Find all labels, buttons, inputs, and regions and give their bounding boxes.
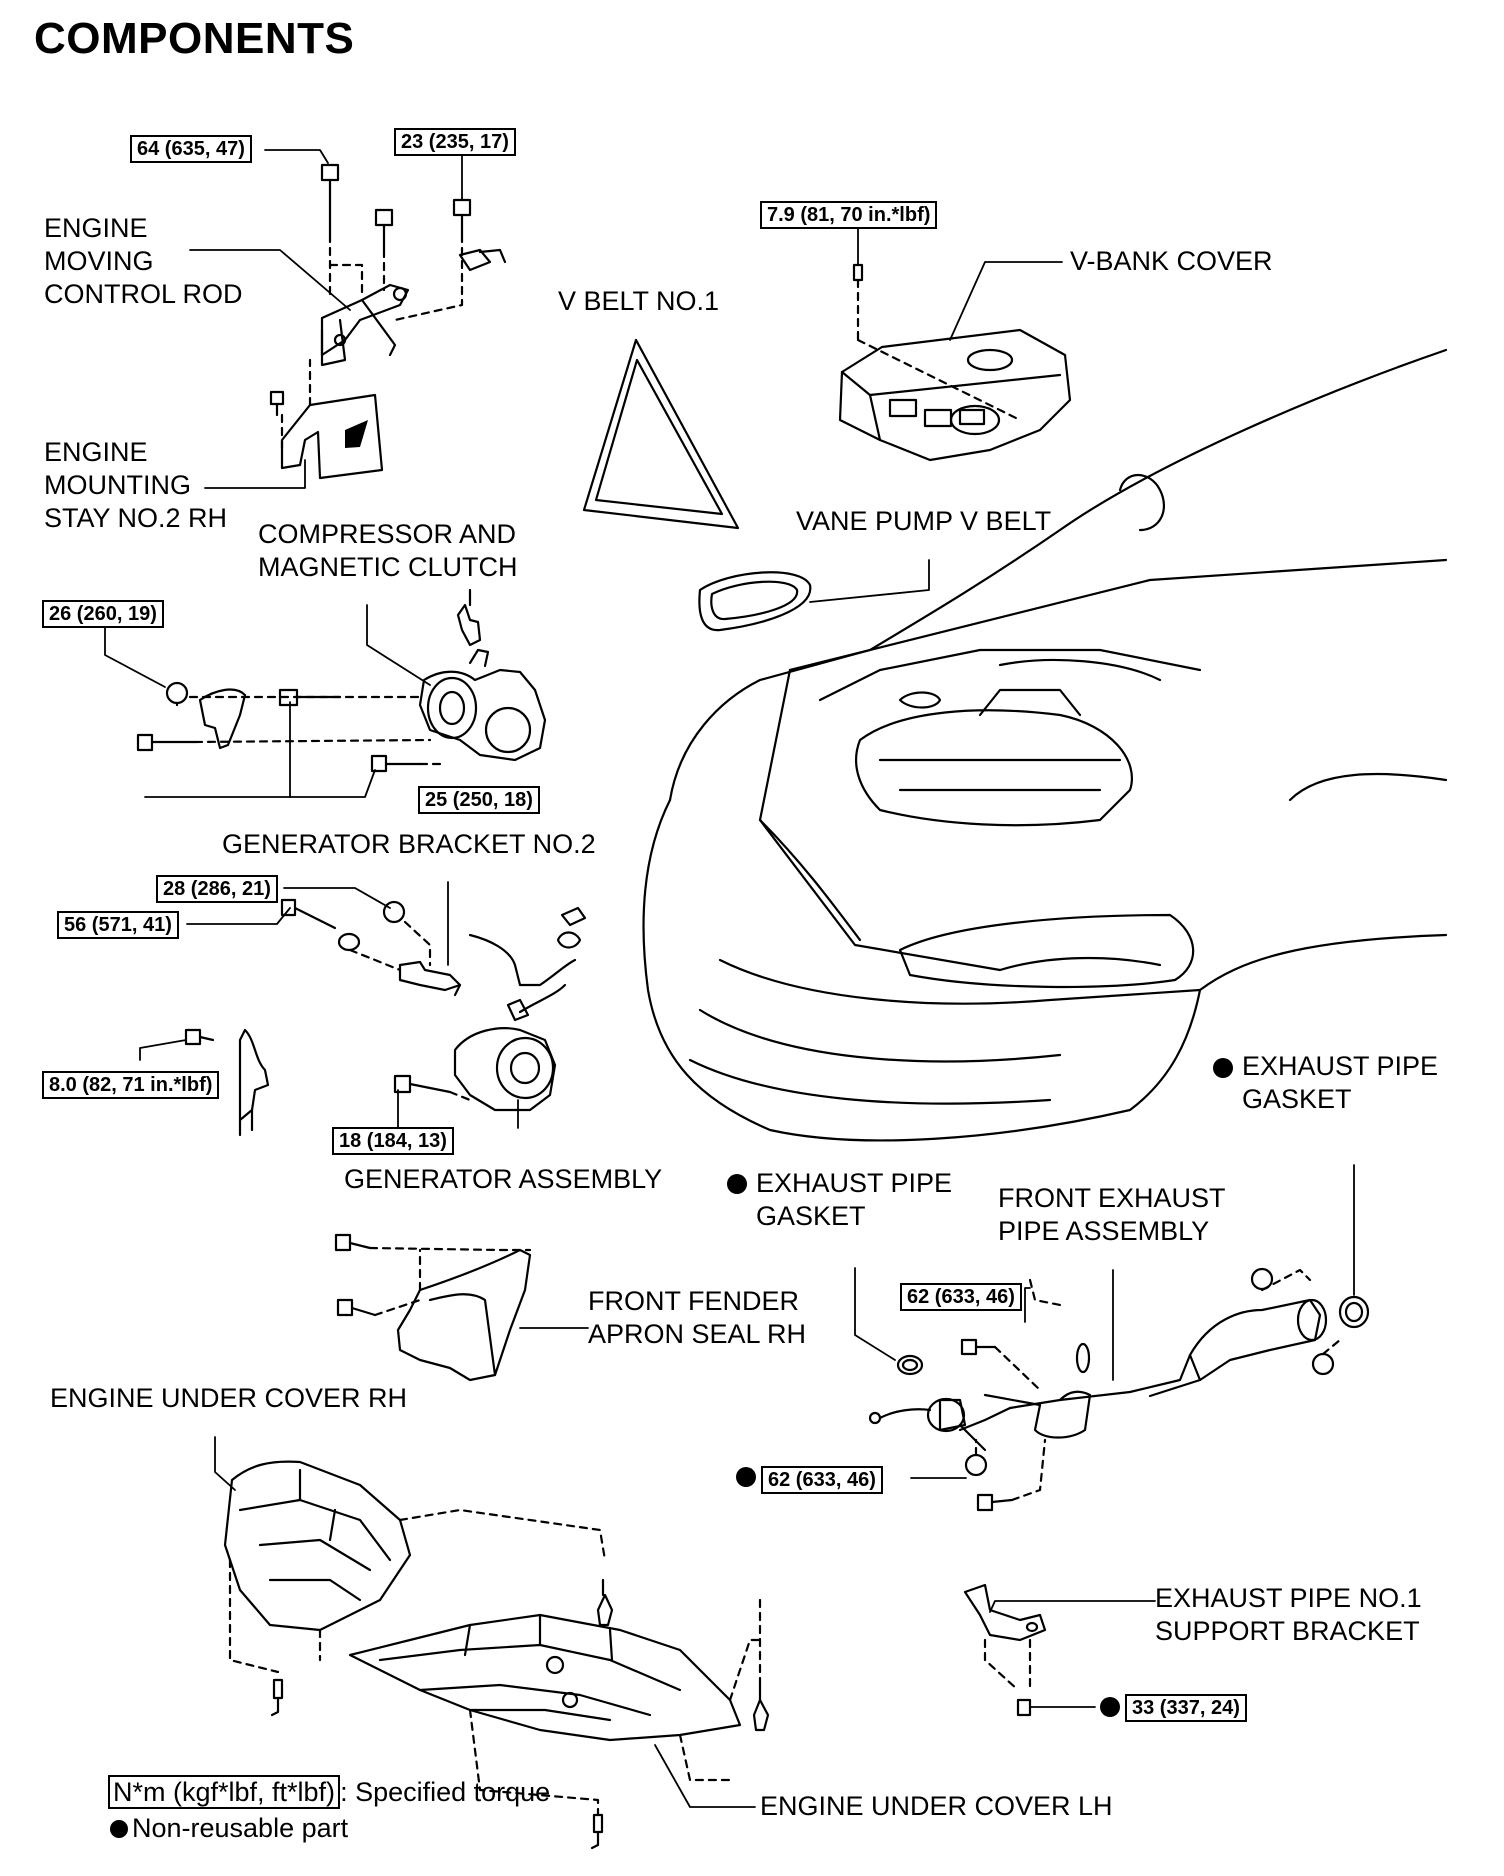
label-front-fender-apron-seal: FRONT FENDER APRON SEAL RH bbox=[588, 1286, 807, 1349]
legend-dot-icon bbox=[110, 1820, 128, 1838]
page-title: COMPONENTS bbox=[34, 14, 355, 63]
torque-spec-62-lower: 62 (633, 46) bbox=[761, 1466, 883, 1494]
control-rod-art bbox=[269, 163, 507, 480]
torque-spec-64: 64 (635, 47) bbox=[130, 135, 252, 163]
exhaust-art bbox=[868, 1267, 1370, 1717]
label-exhaust-pipe-support-bracket: EXHAUST PIPE NO.1 SUPPORT BRACKET bbox=[1155, 1583, 1422, 1646]
legend-nonreusable-text: Non-reusable part bbox=[132, 1813, 349, 1843]
legend-torque-unit: N*m (kgf*lbf, ft*lbf) bbox=[108, 1775, 341, 1809]
nonreusable-dot bbox=[1100, 1697, 1120, 1717]
label-engine-moving-control-rod: ENGINE MOVING CONTROL ROD bbox=[44, 213, 243, 309]
nonreusable-dot bbox=[727, 1174, 747, 1194]
legend-torque-desc: : Specified torque bbox=[340, 1777, 551, 1807]
torque-spec-25: 25 (250, 18) bbox=[418, 786, 540, 814]
label-compressor-magnetic-clutch: COMPRESSOR AND MAGNETIC CLUTCH bbox=[258, 519, 518, 582]
label-v-belt-no1: V BELT NO.1 bbox=[558, 286, 720, 316]
torque-spec-26: 26 (260, 19) bbox=[42, 600, 164, 628]
under-covers-art bbox=[223, 1460, 770, 1850]
label-engine-mounting-stay: ENGINE MOUNTING STAY NO.2 RH bbox=[44, 437, 228, 533]
compressor-art bbox=[136, 588, 547, 773]
v-belt-no1-art bbox=[582, 338, 740, 530]
label-front-exhaust-pipe-assembly: FRONT EXHAUST PIPE ASSEMBLY bbox=[998, 1183, 1226, 1246]
label-v-bank-cover: V-BANK COVER bbox=[1070, 246, 1273, 276]
torque-spec-8-0: 8.0 (82, 71 in.*lbf) bbox=[42, 1071, 220, 1099]
label-vane-pump-v-belt: VANE PUMP V BELT bbox=[796, 506, 1052, 536]
torque-spec-18: 18 (184, 13) bbox=[332, 1127, 454, 1155]
torque-spec-56: 56 (571, 41) bbox=[57, 911, 179, 939]
label-generator-assembly: GENERATOR ASSEMBLY bbox=[344, 1164, 663, 1194]
nonreusable-dot bbox=[1213, 1058, 1233, 1078]
torque-spec-62-upper: 62 (633, 46) bbox=[900, 1283, 1022, 1311]
torque-spec-28: 28 (286, 21) bbox=[156, 875, 278, 903]
label-exhaust-pipe-gasket-left: EXHAUST PIPE GASKET bbox=[756, 1168, 953, 1231]
legend-torque: N*m (kgf*lbf, ft*lbf): Specified torque bbox=[108, 1775, 551, 1809]
label-engine-under-cover-rh: ENGINE UNDER COVER RH bbox=[50, 1383, 408, 1413]
legend-nonreusable: Non-reusable part bbox=[110, 1812, 348, 1845]
vane-pump-belt-art bbox=[698, 571, 812, 632]
generator-art bbox=[184, 898, 587, 1137]
torque-spec-7-9: 7.9 (81, 70 in.*lbf) bbox=[760, 201, 938, 229]
label-generator-bracket-no2: GENERATOR BRACKET NO.2 bbox=[222, 829, 596, 859]
torque-spec-23: 23 (235, 17) bbox=[394, 128, 516, 156]
v-bank-cover-art bbox=[838, 263, 1072, 462]
nonreusable-dot bbox=[736, 1467, 756, 1487]
vehicle-outline bbox=[642, 348, 1448, 1142]
label-exhaust-pipe-gasket-right: EXHAUST PIPE GASKET bbox=[1242, 1051, 1439, 1114]
torque-spec-33: 33 (337, 24) bbox=[1125, 1694, 1247, 1722]
leader-lines bbox=[104, 149, 1355, 1808]
apron-seal-art bbox=[334, 1233, 532, 1382]
label-engine-under-cover-lh: ENGINE UNDER COVER LH bbox=[760, 1791, 1113, 1821]
